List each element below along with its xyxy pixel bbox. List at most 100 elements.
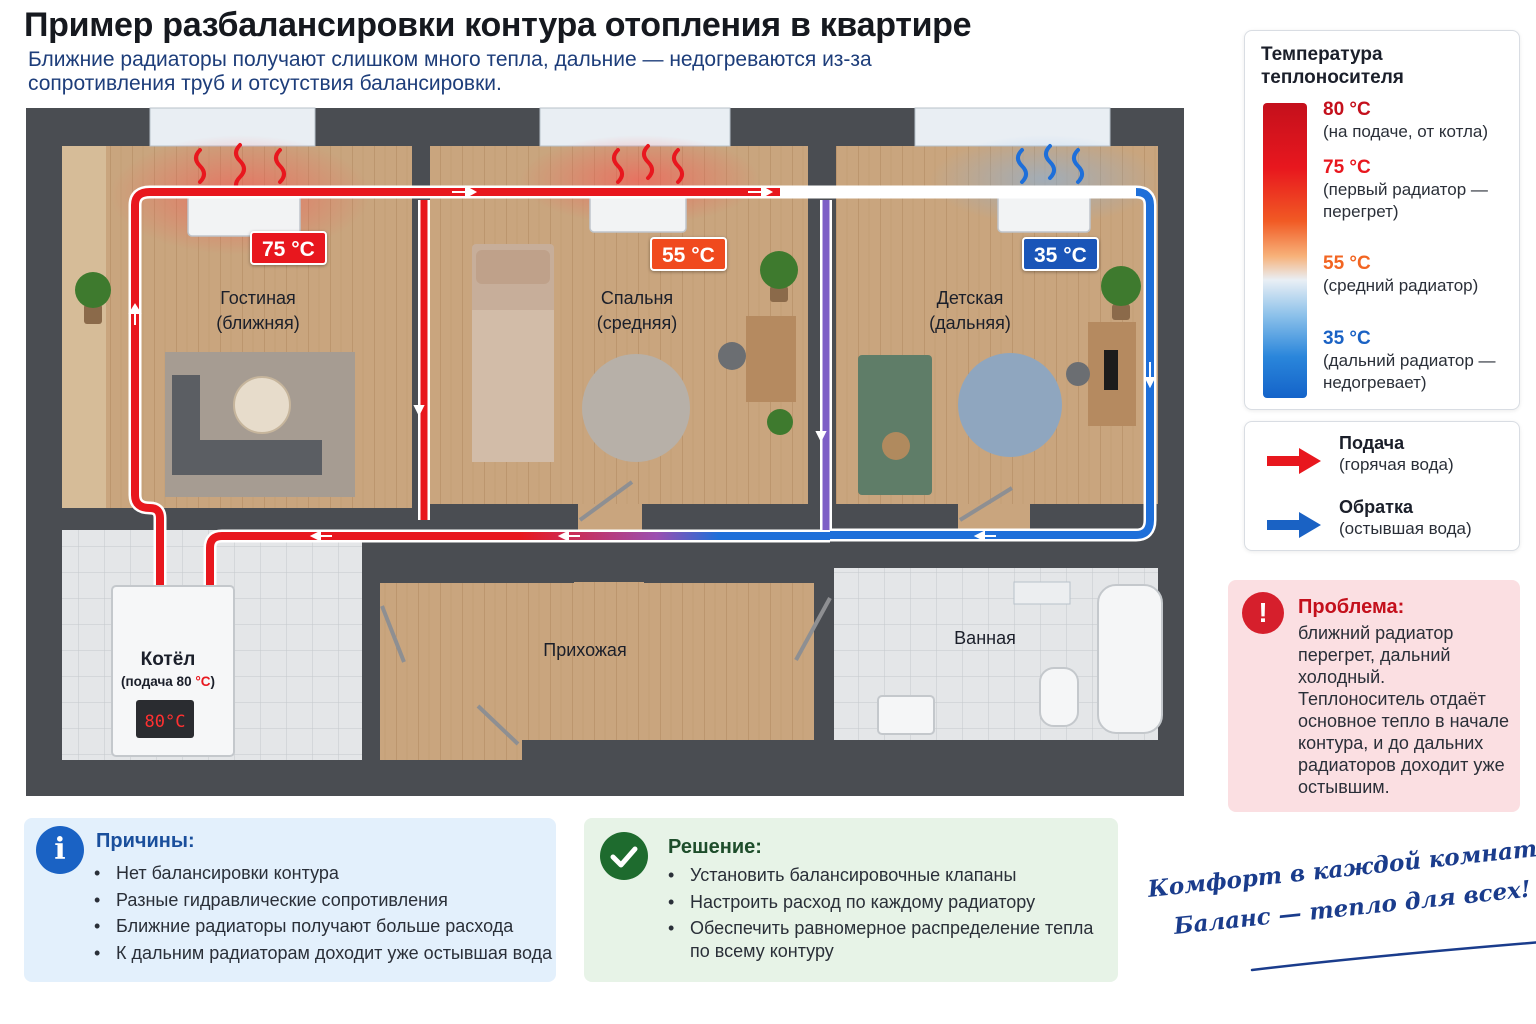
info-icon: i — [36, 826, 84, 874]
flow-legend: Подача (горячая вода) Обратка (остывшая … — [1244, 421, 1520, 551]
chair — [718, 342, 746, 370]
temp-badge-bedroom: 55 °C — [650, 237, 727, 271]
legend-entry-75: 75 °C (первый радиатор — перегрет) — [1323, 157, 1513, 223]
flow-return: Обратка (остывшая вода) — [1245, 496, 1519, 548]
legend-value: 75 °C — [1323, 157, 1371, 178]
legend-value: 55 °C — [1323, 253, 1371, 274]
room-label-bath: Ванная — [954, 628, 1016, 648]
slogan: Комфорт в каждой комнате! Баланс — тепло… — [1147, 833, 1536, 978]
room-sublabel-living: (ближняя) — [216, 313, 300, 333]
return-pipe — [206, 532, 830, 590]
legend-desc: (первый радиатор — перегрет) — [1323, 180, 1488, 221]
teddy-bear-icon — [882, 432, 910, 460]
bathtub — [1097, 584, 1163, 734]
room-label-bedroom: Спальня — [601, 288, 673, 308]
exclamation-icon: ! — [1242, 592, 1284, 634]
boiler-subtitle: (подача 80 °C) — [121, 674, 215, 689]
flow-return-label: Обратка — [1339, 497, 1413, 517]
boiler-title: Котёл — [141, 649, 196, 670]
legend-entry-55: 55 °C (средний радиатор) — [1323, 253, 1478, 297]
toilet — [1039, 667, 1079, 727]
heated-towel-rail — [1013, 581, 1071, 605]
page-title: Пример разбалансировки контура отопления… — [24, 6, 972, 44]
list-item: Установить балансировочные клапаны — [668, 862, 1100, 889]
plant-icon — [1101, 266, 1141, 320]
temp-badge-living: 75 °C — [250, 231, 327, 265]
chair — [1066, 362, 1090, 386]
monitor-icon — [1104, 350, 1118, 390]
round-rug — [582, 354, 690, 462]
slogan-underline — [1250, 941, 1536, 972]
legend-desc: (на подаче, от котла) — [1323, 122, 1489, 141]
legend-desc: (дальний радиатор — недогревает) — [1323, 351, 1496, 392]
heat-glow — [930, 135, 1160, 225]
causes-title: Причины: — [96, 830, 195, 852]
solution-title: Решение: — [668, 836, 762, 858]
round-rug — [958, 353, 1062, 457]
causes-card: i Причины: Нет балансировки контура Разн… — [24, 818, 556, 982]
temperature-gradient-bar — [1263, 103, 1307, 398]
room-label-hall: Прихожая — [543, 640, 626, 660]
kids-bed — [858, 355, 932, 495]
list-item: Разные гидравлические сопротивления — [94, 887, 552, 914]
blue-arrow-icon — [1267, 512, 1321, 538]
door — [380, 480, 1014, 746]
plant-icon — [75, 272, 111, 324]
sink — [877, 695, 935, 735]
temperature-legend: Температура теплоносителя 80 °C (на пода… — [1244, 30, 1520, 410]
boiler — [111, 585, 235, 757]
problem-title: Проблема: — [1298, 596, 1405, 618]
list-item: Обеспечить равномерное распределение теп… — [668, 917, 1100, 963]
list-item: Ближние радиаторы получают больше расход… — [94, 913, 552, 940]
legend-entry-80: 80 °C (на подаче, от котла) — [1323, 99, 1488, 143]
boiler-display: 80°C — [145, 712, 186, 732]
list-item: Нет балансировки контура — [94, 860, 552, 887]
sofa — [172, 375, 322, 475]
room-label-kids: Детская — [937, 288, 1004, 308]
inner-wall — [644, 565, 814, 583]
problem-text: ближний радиатор перегрет, дальний холод… — [1298, 623, 1510, 797]
problem-box: ! Проблема: ближний радиатор перегрет, д… — [1228, 580, 1520, 812]
radiator-living — [187, 191, 301, 237]
inner-wall — [834, 548, 1158, 568]
legend-value: 80 °C — [1323, 99, 1371, 120]
plant-icon — [767, 409, 793, 435]
causes-list: Нет балансировки контура Разные гидравли… — [94, 860, 552, 967]
flow-supply-desc: (горячая вода) — [1339, 455, 1454, 474]
legend-value: 35 °C — [1323, 328, 1371, 349]
plant-icon — [760, 251, 798, 302]
cold-waves-icon — [1016, 144, 1084, 184]
flow-return-desc: (остывшая вода) — [1339, 519, 1472, 538]
return-pipe — [830, 188, 1154, 539]
supply-pipe — [131, 188, 780, 590]
checkmark-icon — [600, 832, 648, 880]
inner-wall — [380, 565, 574, 583]
list-item: К дальним радиаторам доходит уже остывша… — [94, 940, 552, 967]
corridor-left-floor — [62, 146, 106, 508]
room-label-living: Гостиная — [220, 288, 296, 308]
heat-glow — [520, 135, 760, 225]
page-subtitle: Ближние радиаторы получают слишком много… — [28, 48, 872, 95]
heat-waves-icon — [194, 143, 684, 195]
flow-arrow-icon — [128, 185, 1156, 542]
room-sublabel-kids: (дальняя) — [929, 313, 1011, 333]
red-arrow-icon — [1267, 448, 1321, 474]
solution-list: Установить балансировочные клапаны Настр… — [668, 862, 1100, 963]
legend-desc: (средний радиатор) — [1323, 276, 1479, 295]
temp-badge-kids: 35 °C — [1022, 237, 1099, 271]
inner-wall — [522, 740, 1184, 774]
flow-supply-label: Подача — [1339, 433, 1405, 453]
solution-card: Решение: Установить балансировочные клап… — [584, 818, 1118, 982]
flow-supply: Подача (горячая вода) — [1245, 432, 1519, 484]
bed-pillow — [476, 250, 550, 284]
inner-wall — [814, 548, 834, 760]
hall-floor — [380, 582, 814, 760]
legend-entry-35: 35 °C (дальний радиатор — недогревает) — [1323, 328, 1513, 394]
door-gap — [578, 504, 642, 534]
inner-wall — [362, 530, 380, 760]
desk — [746, 316, 796, 402]
bed-blanket — [472, 310, 554, 462]
room-sublabel-bedroom: (средняя) — [597, 313, 678, 333]
coffee-table — [233, 376, 291, 434]
